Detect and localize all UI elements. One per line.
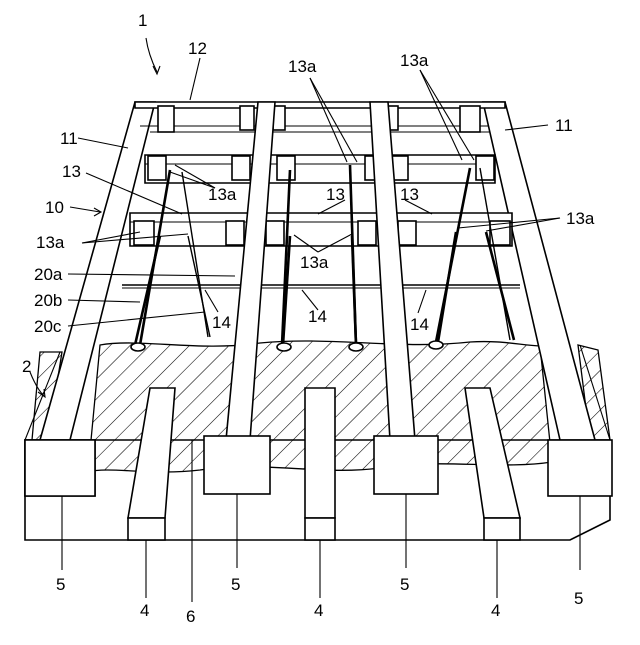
label-14-right: 14 (410, 315, 429, 334)
label-20b: 20b (34, 291, 62, 310)
label-13a-top-right: 13a (400, 51, 429, 70)
label-5-b: 5 (231, 575, 240, 594)
label-13a-mid-left: 13a (208, 185, 237, 204)
label-14-left: 14 (212, 313, 231, 332)
label-11-left: 11 (60, 129, 78, 148)
tie-rod (122, 285, 520, 288)
label-1: 1 (138, 11, 147, 30)
label-5-d: 5 (574, 589, 583, 608)
label-4-a: 4 (140, 601, 149, 620)
label-13a-top-mid: 13a (288, 57, 317, 76)
label-13a-center: 13a (300, 253, 329, 272)
label-13-right: 13 (400, 185, 419, 204)
label-13-left: 13 (62, 162, 81, 181)
label-14-center: 14 (308, 307, 327, 326)
label-5-a: 5 (56, 575, 65, 594)
label-6: 6 (186, 607, 195, 626)
label-12: 12 (188, 39, 207, 58)
label-10: 10 (45, 198, 64, 217)
label-2: 2 (22, 357, 31, 376)
label-5-c: 5 (400, 575, 409, 594)
label-13a-left: 13a (36, 233, 65, 252)
top-crossbeam (135, 102, 505, 132)
label-4-c: 4 (491, 601, 500, 620)
label-20a: 20a (34, 265, 63, 284)
label-13-center: 13 (326, 185, 345, 204)
label-4-b: 4 (314, 601, 323, 620)
label-11-right: 11 (555, 116, 573, 135)
label-13a-right: 13a (566, 209, 595, 228)
label-20c: 20c (34, 317, 62, 336)
